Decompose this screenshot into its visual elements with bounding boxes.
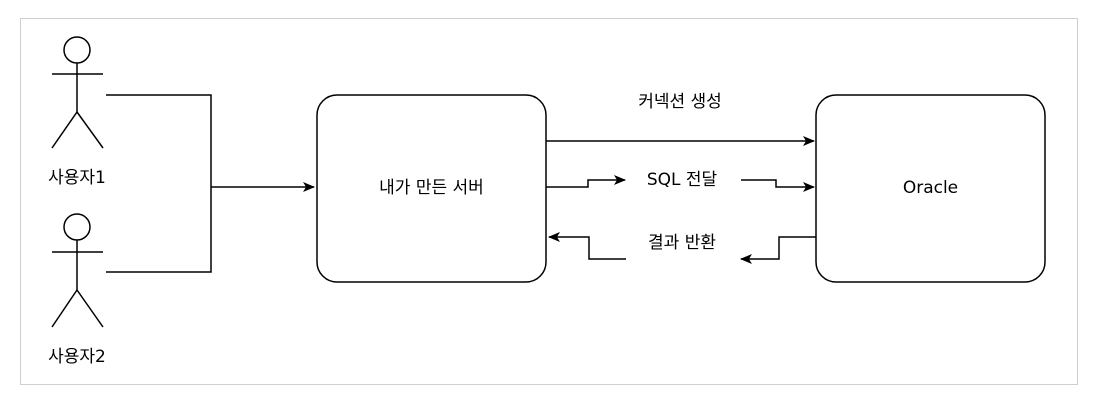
edge-sql-label: SQL 전달	[646, 170, 718, 190]
oracle-label: Oracle	[902, 178, 959, 198]
edge-sql-left	[546, 175, 626, 188]
server-label: 내가 만든 서버	[379, 178, 484, 198]
oracle-box	[815, 94, 1046, 283]
edge-user2-to-server	[106, 187, 212, 273]
actor-2-figure	[51, 213, 104, 328]
edge-user1-to-server	[106, 94, 212, 187]
edge-sql-right	[741, 179, 815, 192]
actor-2-label: 사용자2	[48, 347, 106, 367]
edge-result-label: 결과 반환	[648, 233, 716, 253]
diagram-frame	[20, 18, 1078, 385]
actor-1-figure	[51, 36, 104, 149]
edge-result-left	[548, 232, 626, 260]
edge-result-right	[740, 236, 816, 264]
edge-connection-label: 커넥션 생성	[638, 92, 722, 112]
server-box	[316, 94, 547, 283]
actor-1-label: 사용자1	[48, 168, 106, 188]
